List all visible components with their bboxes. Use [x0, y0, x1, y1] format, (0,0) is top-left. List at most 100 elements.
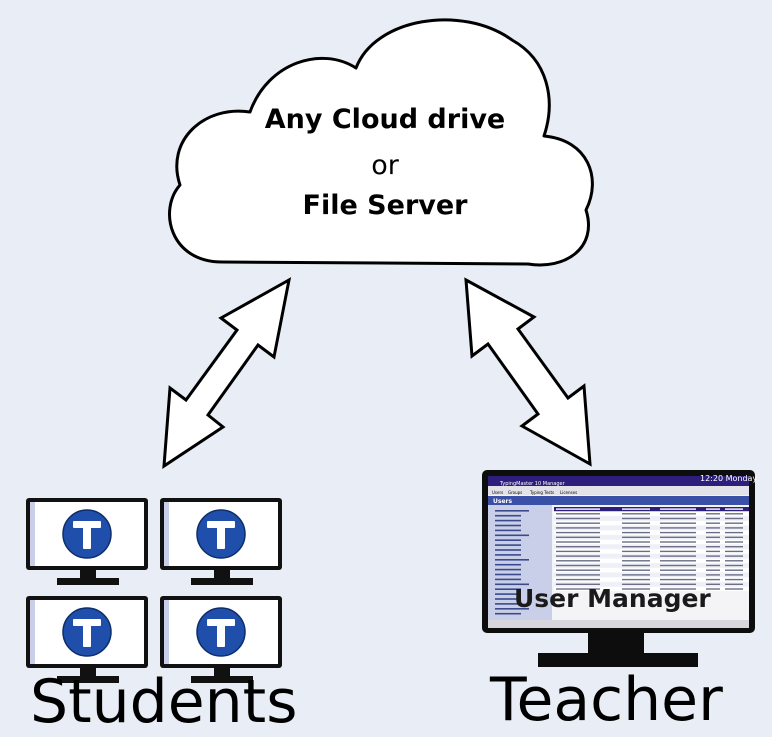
student-screen-sidebar	[164, 600, 169, 664]
table-cell	[556, 522, 600, 524]
table-row	[554, 572, 749, 577]
table-cell	[725, 578, 743, 581]
table-row	[554, 539, 749, 545]
cloud-shape	[168, 18, 594, 267]
tab-typing-tests: Typing Tests	[530, 490, 555, 495]
table-cell	[725, 527, 743, 529]
table-row	[554, 586, 749, 592]
table-cell	[622, 541, 650, 543]
table-row-bg	[554, 516, 749, 521]
table-cell	[660, 527, 696, 529]
table-row	[554, 511, 749, 516]
student-monitor-base	[191, 578, 253, 585]
table-cell	[556, 531, 600, 534]
teacher-app-title: TypingMaster 10 Manager	[500, 481, 565, 487]
sidebar-item	[495, 612, 521, 615]
table-cell	[706, 555, 720, 557]
table-cell	[706, 546, 720, 548]
table-cell	[706, 569, 720, 571]
table-cell	[706, 541, 720, 543]
student-monitors	[26, 498, 282, 683]
table-cell	[622, 508, 650, 510]
table-cell	[725, 536, 743, 538]
table-cell	[725, 513, 743, 515]
table-row	[554, 507, 749, 512]
table-cell	[706, 513, 720, 515]
table-cell	[622, 555, 650, 557]
arrow-right-double	[464, 277, 592, 467]
table-cell	[706, 578, 720, 581]
sidebar-item	[495, 559, 529, 561]
table-cell	[706, 564, 720, 567]
sidebar-item	[495, 534, 529, 537]
table-cell	[725, 522, 743, 524]
table-cell	[660, 555, 696, 557]
student-monitor-neck	[214, 668, 230, 678]
table-row	[554, 568, 749, 573]
sidebar-item	[495, 568, 521, 571]
sidebar-item	[495, 578, 521, 581]
teacher-screen-clock: 12:20 Monday	[700, 474, 758, 483]
table-row-bg	[554, 572, 749, 577]
table-row	[554, 544, 749, 549]
table-cell	[556, 588, 600, 590]
table-cell	[556, 555, 600, 557]
sidebar-item	[495, 554, 521, 556]
table-row-bg	[554, 558, 749, 563]
sidebar-item	[495, 514, 521, 517]
table-cell	[622, 588, 650, 590]
table-cell	[706, 531, 720, 534]
table-cell	[660, 574, 696, 576]
table-cell	[706, 583, 720, 585]
table-cell	[706, 536, 720, 538]
students-label: Students	[30, 667, 298, 737]
sidebar-item	[495, 598, 521, 600]
student-screen-sidebar	[164, 502, 169, 566]
sidebar-item	[495, 608, 529, 610]
table-row-bg	[554, 511, 749, 516]
table-cell	[660, 550, 696, 553]
teacher-sidebar	[488, 505, 552, 621]
table-row-bg	[554, 525, 749, 530]
table-row-bg	[554, 586, 749, 592]
table-cell	[725, 574, 743, 576]
table-cell	[622, 550, 650, 553]
table-row-bg	[554, 563, 749, 568]
table-cell	[725, 517, 743, 520]
cloud-label-line2: or	[371, 150, 399, 181]
table-cell	[660, 513, 696, 515]
table-row	[554, 554, 749, 559]
table-cell	[660, 522, 696, 524]
tab-groups: Groups	[508, 490, 523, 495]
teacher-statusbar	[488, 620, 749, 628]
student-monitor-4	[160, 596, 282, 683]
table-cell	[556, 569, 600, 571]
table-cell	[725, 550, 743, 553]
sidebar-item	[495, 588, 521, 590]
table-cell	[706, 522, 720, 524]
teacher-users-header	[488, 496, 749, 505]
student-monitor-3	[26, 596, 148, 683]
sidebar-item	[495, 510, 529, 512]
tab-licenses: Licenses	[560, 490, 578, 495]
sidebar-item	[495, 593, 521, 595]
teacher-monitor	[482, 470, 755, 667]
table-cell	[622, 536, 650, 538]
table-cell	[556, 541, 600, 543]
table-cell	[706, 588, 720, 590]
table-cell	[660, 569, 696, 571]
table-cell	[622, 522, 650, 524]
table-cell	[556, 550, 600, 553]
table-row-bg	[554, 535, 749, 540]
table-cell	[706, 574, 720, 576]
table-cell	[622, 578, 650, 581]
table-cell	[660, 546, 696, 548]
table-cell	[556, 546, 600, 548]
table-row	[554, 582, 749, 587]
table-cell	[556, 574, 600, 576]
table-cell	[622, 531, 650, 534]
cloud-label-line3: File Server	[302, 190, 468, 221]
table-cell	[660, 564, 696, 567]
table-cell	[660, 517, 696, 520]
